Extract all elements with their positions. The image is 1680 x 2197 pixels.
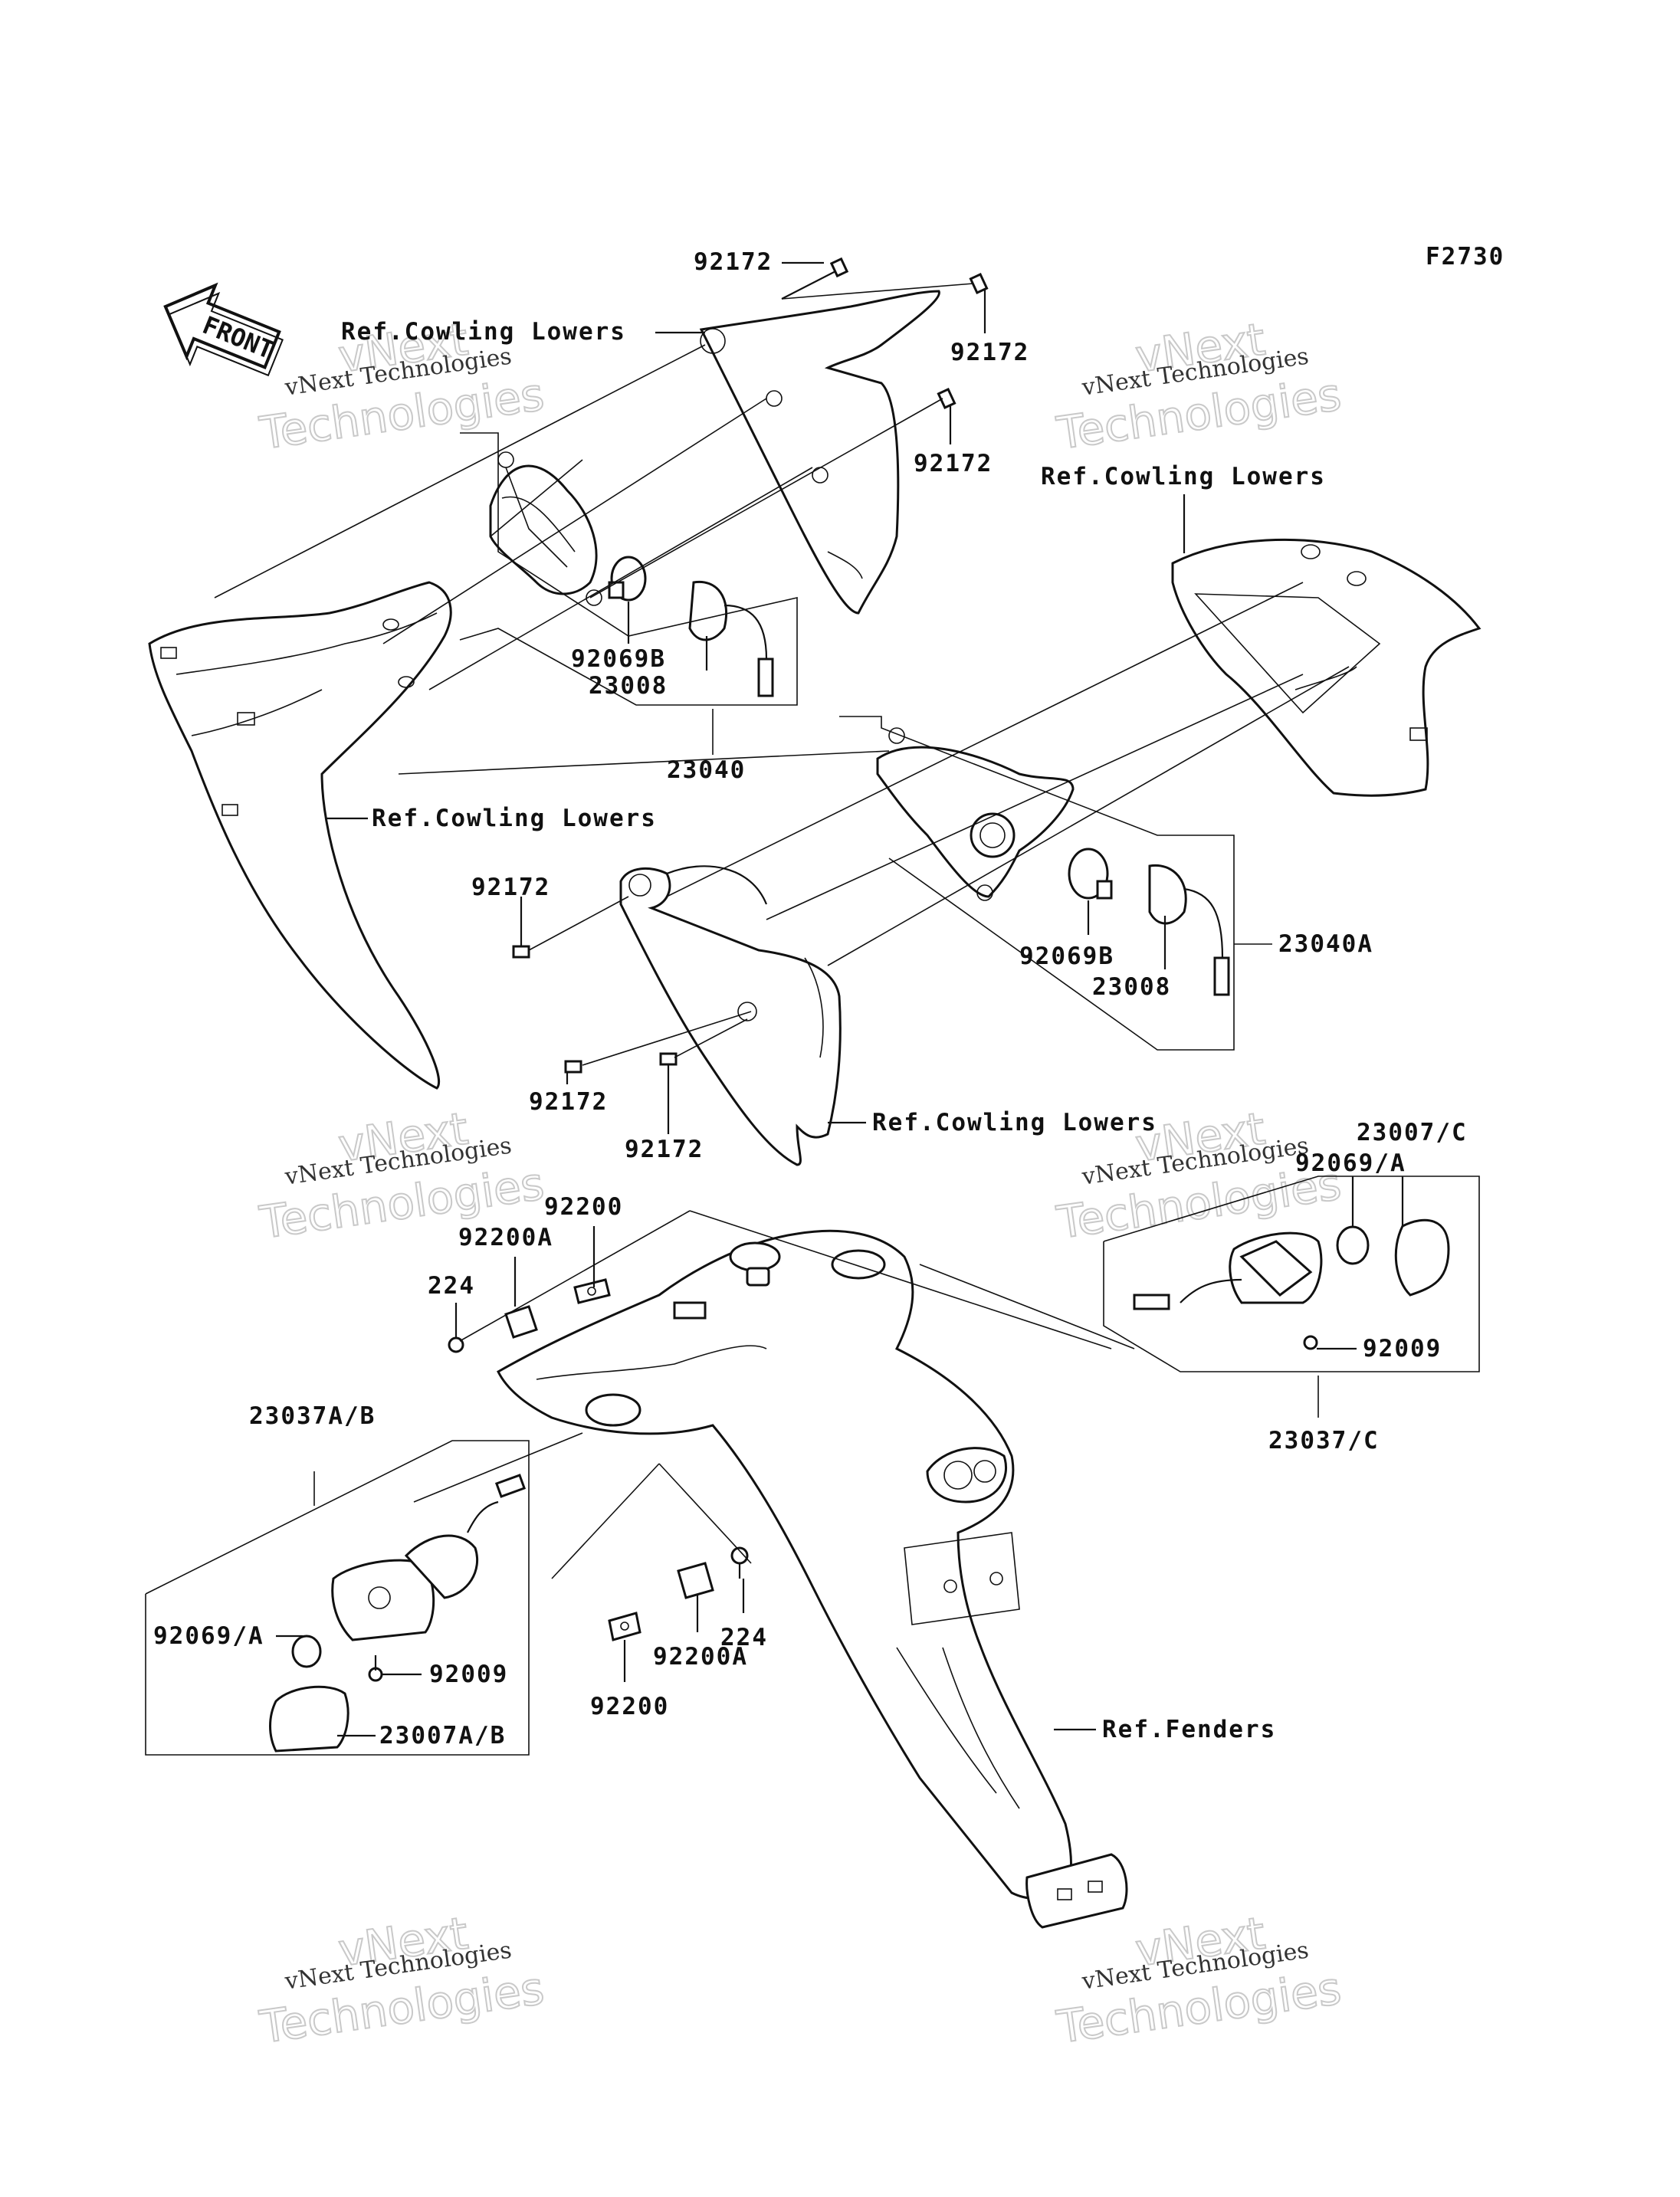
label-92172-c: 92172 — [471, 874, 550, 901]
left-cowl-shell — [148, 581, 452, 1090]
label-92200-top: 92200 — [544, 1193, 623, 1221]
screw-92172-c — [512, 897, 530, 959]
left-bulb-92069b — [608, 556, 647, 602]
rear-fender — [497, 1229, 1128, 1929]
label-ref-cowling-1: Ref.Cowling Lowers — [341, 318, 626, 346]
bracket-23037ab — [145, 1440, 530, 1756]
label-ref-fenders: Ref.Fenders — [1102, 1716, 1276, 1743]
label-92069a-right: 92069/A — [1295, 1149, 1406, 1177]
screw-92172-top — [781, 257, 849, 300]
bracket-23040 — [459, 432, 798, 755]
assembly-lines — [214, 283, 1350, 1579]
label-92009-right: 92009 — [1363, 1335, 1442, 1362]
label-23040a: 23040A — [1278, 930, 1373, 958]
label-ref-cowling-3: Ref.Cowling Lowers — [372, 805, 657, 832]
label-23008-1: 23008 — [589, 672, 668, 700]
watermark-bottom-left: Technologies vNext vNext Technologies — [255, 1906, 547, 2054]
label-ref-cowling-2: Ref.Cowling Lowers — [1041, 463, 1326, 490]
bottom-bracket-92200a — [677, 1562, 714, 1599]
right-rear-screw-92009 — [1303, 1335, 1318, 1350]
screw-92172-a — [969, 272, 989, 295]
label-92069b-1: 92069B — [571, 645, 666, 673]
part-labels: 92172 Ref.Cowling Lowers 92172 92172 Ref… — [153, 248, 1468, 1749]
leader-lines — [276, 261, 1404, 1737]
label-92172-e: 92172 — [625, 1136, 704, 1163]
middle-inner-panel — [619, 865, 842, 1166]
watermark-mid-left: Technologies vNext vNext Technologies — [255, 1101, 547, 1249]
screw-92172-d — [564, 1060, 582, 1074]
label-92200-bottom: 92200 — [590, 1693, 669, 1720]
label-92172-a: 92172 — [950, 339, 1029, 366]
right-socket-23008 — [1148, 864, 1230, 996]
watermark-bottom-right: Technologies vNext vNext Technologies — [1052, 1906, 1344, 2054]
label-23008-2: 23008 — [1092, 973, 1171, 1001]
upper-inner-panel — [699, 290, 940, 615]
label-ref-cowling-4: Ref.Cowling Lowers — [872, 1109, 1157, 1136]
screw-92172-b — [937, 387, 956, 410]
left-rear-signal — [269, 1474, 527, 1753]
bottom-plate-92200 — [608, 1612, 641, 1641]
label-92009-left: 92009 — [429, 1661, 508, 1688]
label-23007c: 23007/C — [1357, 1119, 1468, 1146]
bracket-23037c — [1103, 1176, 1480, 1418]
label-92200a-top: 92200A — [458, 1224, 553, 1251]
label-23037c: 23037/C — [1268, 1427, 1380, 1454]
watermark-top-right: Technologies vNext vNext Technologies — [1052, 312, 1344, 460]
label-224-bottom: 224 — [720, 1624, 768, 1651]
label-92200a-bottom: 92200A — [653, 1643, 748, 1671]
top-bracket-92200a — [504, 1305, 538, 1339]
front-arrow-icon: FRONT — [163, 282, 284, 377]
label-92069b-2: 92069B — [1019, 943, 1114, 970]
label-92172-top: 92172 — [694, 248, 773, 276]
left-socket-23008 — [688, 580, 774, 697]
right-signal-housing — [876, 727, 1075, 901]
label-23037ab: 23037A/B — [249, 1402, 376, 1430]
top-plate-92200 — [573, 1278, 611, 1304]
label-23007ab: 23007A/B — [379, 1722, 506, 1749]
label-92172-d: 92172 — [529, 1088, 608, 1116]
label-224-top: 224 — [428, 1272, 475, 1300]
bracket-23040a — [839, 716, 1272, 1051]
left-rear-bulb-92069a — [291, 1635, 322, 1668]
screw-92172-e — [659, 1052, 678, 1066]
right-rear-bulb-92069a — [1336, 1225, 1370, 1265]
right-rear-signal — [1133, 1218, 1450, 1310]
right-bulb-92069b — [1068, 848, 1113, 900]
left-signal-housing — [489, 451, 602, 606]
bottom-screw-224 — [730, 1546, 749, 1579]
left-rear-screw-92009 — [368, 1655, 383, 1682]
right-cowl-shell — [1171, 538, 1481, 797]
top-screw-224 — [448, 1336, 464, 1353]
diagram-code: F2730 — [1426, 243, 1504, 271]
label-92172-b: 92172 — [914, 450, 993, 477]
label-92069a-left: 92069/A — [153, 1622, 264, 1650]
label-23040: 23040 — [667, 756, 746, 784]
